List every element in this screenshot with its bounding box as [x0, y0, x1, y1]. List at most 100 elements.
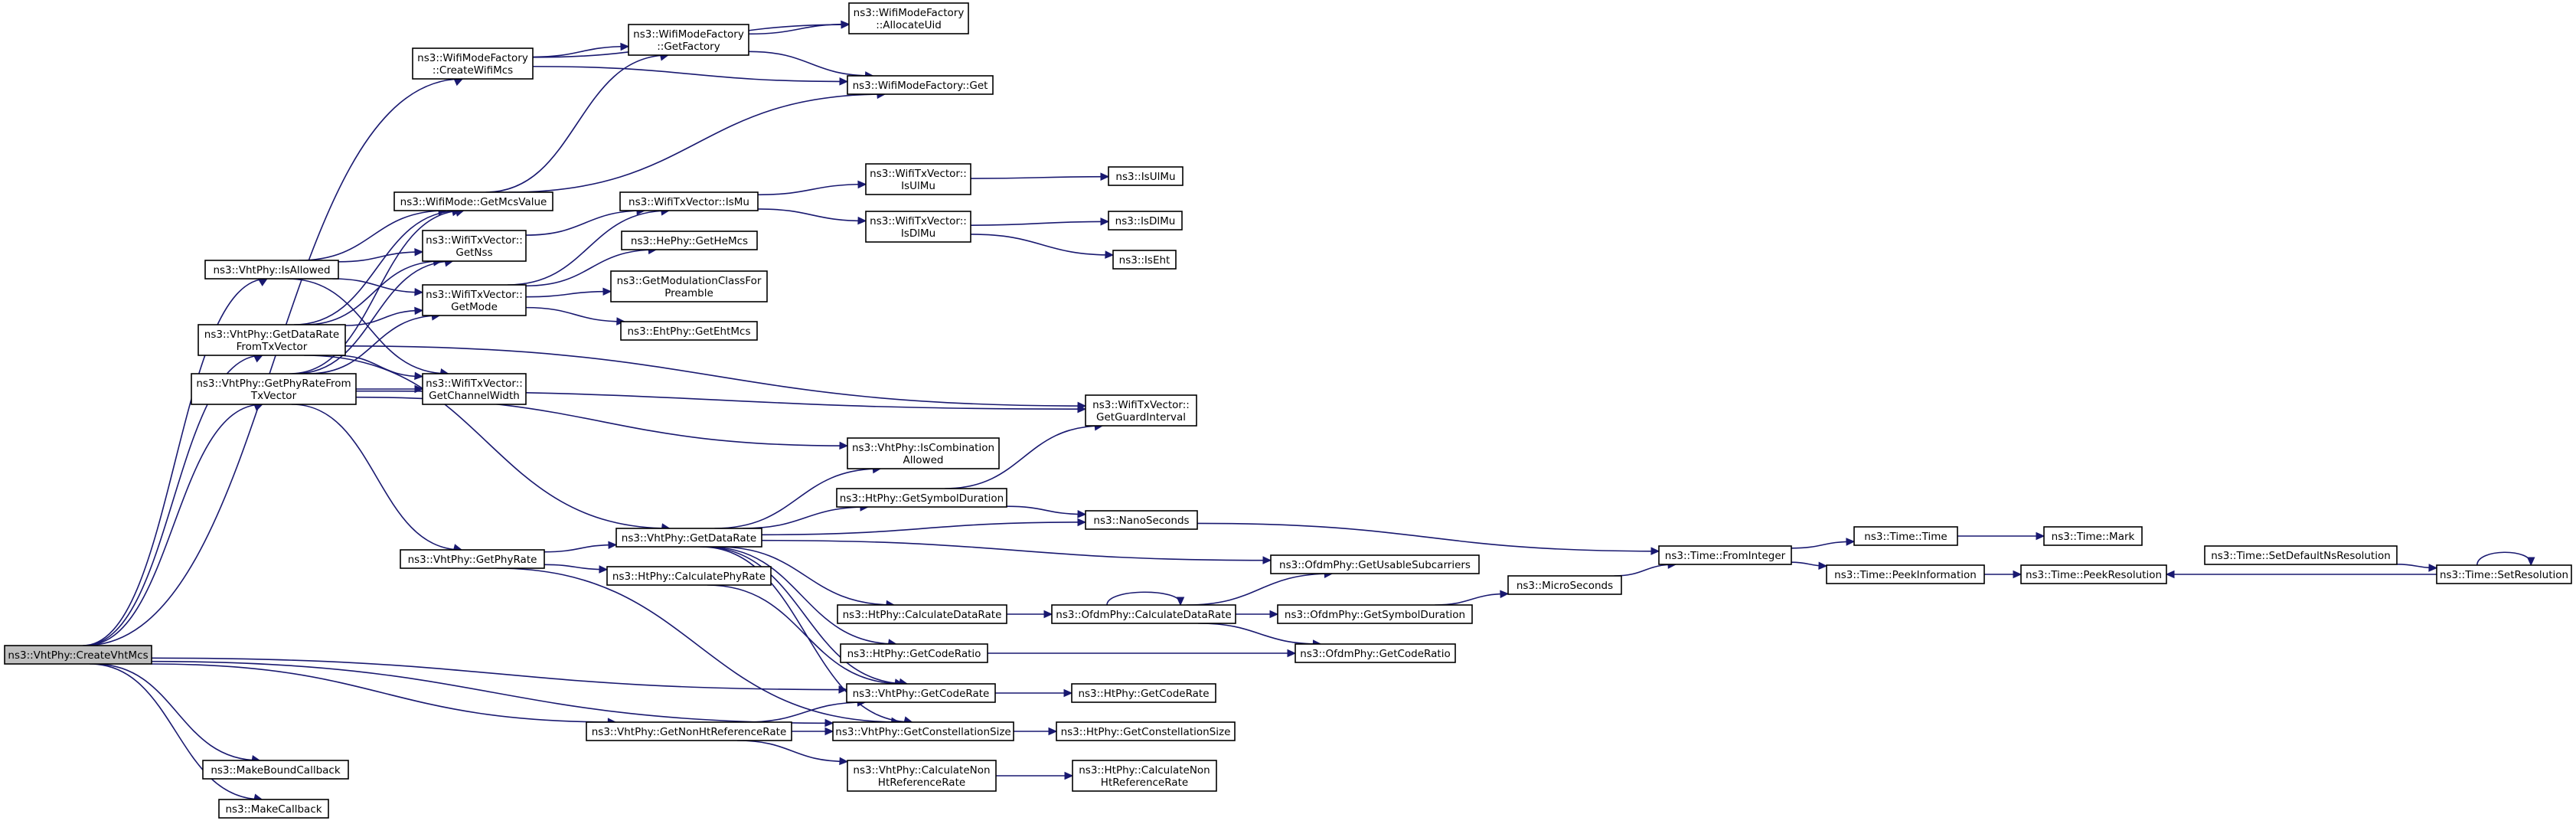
node-label: ns3::Time::SetResolution: [2440, 569, 2568, 581]
edge-line: [744, 701, 866, 723]
node-getFactory[interactable]: ns3::WifiModeFactory::GetFactory: [628, 24, 749, 56]
node-htCalcPhyRate[interactable]: ns3::HtPhy::CalculatePhyRate: [606, 566, 772, 586]
node-microSeconds[interactable]: ns3::MicroSeconds: [1507, 575, 1622, 595]
edge-line: [757, 183, 867, 196]
call-edge-getPhyRateFromTx-to-isCombAllowed: [355, 396, 849, 450]
node-ofdmCalcDataRate[interactable]: ns3::OfdmPhy::CalculateDataRate: [1051, 604, 1236, 624]
node-getMcsValue[interactable]: ns3::WifiMode::GetMcsValue: [393, 191, 553, 211]
node-label: ns3::WifiTxVector::: [870, 168, 967, 180]
node-getMode[interactable]: ns3::WifiTxVector::GetMode: [422, 284, 527, 316]
arrowhead-icon: [1077, 404, 1087, 414]
node-isDlMuVec[interactable]: ns3::WifiTxVector::IsDlMu: [865, 211, 971, 243]
node-getNonHtRefRate[interactable]: ns3::VhtPhy::GetNonHtReferenceRate: [586, 721, 792, 741]
node-ehtGetMcs[interactable]: ns3::EhtPhy::GetEhtMcs: [620, 321, 758, 341]
node-htGetSymbolDur[interactable]: ns3::HtPhy::GetSymbolDuration: [836, 488, 1007, 508]
node-vhtGetCodeRate[interactable]: ns3::VhtPhy::GetCodeRate: [846, 683, 996, 703]
edge-line: [304, 355, 670, 529]
node-isUlMuVec[interactable]: ns3::WifiTxVector::IsUlMu: [865, 163, 971, 195]
node-heGetMcs[interactable]: ns3::HePhy::GetHeMcs: [621, 231, 758, 250]
edge-line: [736, 740, 848, 763]
node-peekInformation[interactable]: ns3::Time::PeekInformation: [1826, 564, 1985, 584]
edge-line: [151, 657, 847, 691]
node-getPhyRate[interactable]: ns3::VhtPhy::GetPhyRate: [400, 549, 545, 569]
call-edge-ofdmCalcDataRate-to-ofdmGetUsableSub: [1186, 570, 1334, 606]
node-isDlMu[interactable]: ns3::IsDlMu: [1108, 211, 1183, 231]
node-nanoSeconds[interactable]: ns3::NanoSeconds: [1085, 510, 1198, 530]
node-vhtGetDataRate[interactable]: ns3::VhtPhy::GetDataRate: [615, 528, 762, 548]
node-label: ns3::VhtPhy::CalculateNon: [853, 764, 990, 777]
node-box: [1056, 721, 1236, 741]
node-isAllowed[interactable]: ns3::VhtPhy::IsAllowed: [204, 260, 339, 280]
edge-line: [1197, 522, 1660, 552]
call-edge-createWifiMcs-to-getFactory: [532, 42, 630, 58]
node-htGetCodeRate[interactable]: ns3::HtPhy::GetCodeRate: [1071, 683, 1216, 703]
arrowhead-icon: [839, 757, 849, 766]
arrowhead-icon: [1818, 561, 1828, 571]
node-getChannelWidth[interactable]: ns3::WifiTxVector::GetChannelWidth: [422, 373, 527, 405]
node-label: ::CreateWifiMcs: [433, 64, 513, 77]
node-box: [610, 270, 768, 302]
node-createWifiMcs[interactable]: ns3::WifiModeFactory::CreateWifiMcs: [412, 47, 534, 80]
node-label: ns3::VhtPhy::IsCombination: [852, 442, 994, 454]
node-box: [620, 321, 758, 341]
node-label: ns3::VhtPhy::GetConstellationSize: [835, 726, 1010, 738]
arrowhead-icon: [1500, 590, 1510, 599]
node-makeBoundCallback[interactable]: ns3::MakeBoundCallback: [202, 760, 349, 780]
call-edge-htCalcPhyRate-to-vhtGetCodeRate: [707, 584, 904, 687]
arrowhead-icon: [2013, 570, 2023, 579]
node-ofdmGetSymbolDur[interactable]: ns3::OfdmPhy::GetSymbolDuration: [1277, 604, 1473, 624]
edge-line: [308, 315, 440, 374]
node-ofdmGetCodeRatio[interactable]: ns3::OfdmPhy::GetCodeRatio: [1295, 643, 1456, 663]
edge-line: [84, 404, 263, 646]
node-timeFromInteger[interactable]: ns3::Time::FromInteger: [1658, 545, 1792, 565]
node-box: [621, 231, 758, 250]
node-vhtGetConstSize[interactable]: ns3::VhtPhy::GetConstellationSize: [832, 721, 1014, 741]
node-label: HtReferenceRate: [878, 777, 965, 789]
node-htGetConstSize[interactable]: ns3::HtPhy::GetConstellationSize: [1056, 721, 1236, 741]
node-label: TxVector: [250, 390, 297, 402]
arrowhead-icon: [414, 306, 424, 316]
node-box: [422, 373, 527, 405]
node-isEht[interactable]: ns3::IsEht: [1112, 250, 1177, 270]
node-timeMark[interactable]: ns3::Time::Mark: [2043, 526, 2143, 546]
node-ofdmGetUsableSub[interactable]: ns3::OfdmPhy::GetUsableSubcarriers: [1270, 554, 1480, 574]
node-label: ns3::VhtPhy::GetDataRate: [622, 532, 756, 544]
node-box: [836, 488, 1007, 508]
node-label: ns3::HePhy::GetHeMcs: [631, 235, 748, 247]
node-label: ns3::WifiModeFactory::Get: [853, 80, 988, 92]
edge-line: [2476, 551, 2532, 566]
node-timeTime[interactable]: ns3::Time::Time: [1853, 526, 1958, 546]
node-peekResolution[interactable]: ns3::Time::PeekResolution: [2020, 564, 2167, 584]
node-label: ns3::Time::Mark: [2052, 531, 2135, 543]
node-getGuardInterval[interactable]: ns3::WifiTxVector::GetGuardInterval: [1085, 394, 1197, 427]
call-edge-createWifiMcs-to-factoryGet: [532, 65, 849, 86]
node-setDefaultNsRes[interactable]: ns3::Time::SetDefaultNsResolution: [2204, 545, 2398, 565]
node-getNss[interactable]: ns3::WifiTxVector::GetNss: [422, 230, 527, 262]
node-allocateUid[interactable]: ns3::WifiModeFactory::AllocateUid: [848, 2, 969, 34]
arrowhead-icon: [1287, 649, 1297, 658]
call-edge-ofdmCalcDataRate-to-ofdmCalcDataRate: [1106, 591, 1185, 607]
node-setResolution[interactable]: ns3::Time::SetResolution: [2436, 564, 2572, 584]
edge-line: [1435, 593, 1509, 606]
call-edge-getPhyRate-to-vhtGetConstSize: [496, 567, 900, 726]
node-makeCallback[interactable]: ns3::MakeCallback: [218, 799, 329, 819]
node-box: [1658, 545, 1792, 565]
edge-line: [299, 210, 446, 261]
node-isUlMu[interactable]: ns3::IsUlMu: [1108, 166, 1184, 186]
node-htCalcDataRate[interactable]: ns3::HtPhy::CalculateDataRate: [837, 604, 1007, 624]
edge-line: [83, 278, 267, 646]
node-box: [1112, 250, 1177, 270]
node-createVhtMcs[interactable]: ns3::VhtPhy::CreateVhtMcs: [4, 645, 152, 665]
edge-line: [151, 660, 834, 724]
node-factoryGet[interactable]: ns3::WifiModeFactory::Get: [847, 75, 994, 95]
node-htGetCodeRatio[interactable]: ns3::HtPhy::GetCodeRatio: [840, 643, 988, 663]
node-box: [832, 721, 1014, 741]
node-isMu[interactable]: ns3::WifiTxVector::IsMu: [619, 191, 759, 211]
edge-line: [507, 210, 669, 286]
